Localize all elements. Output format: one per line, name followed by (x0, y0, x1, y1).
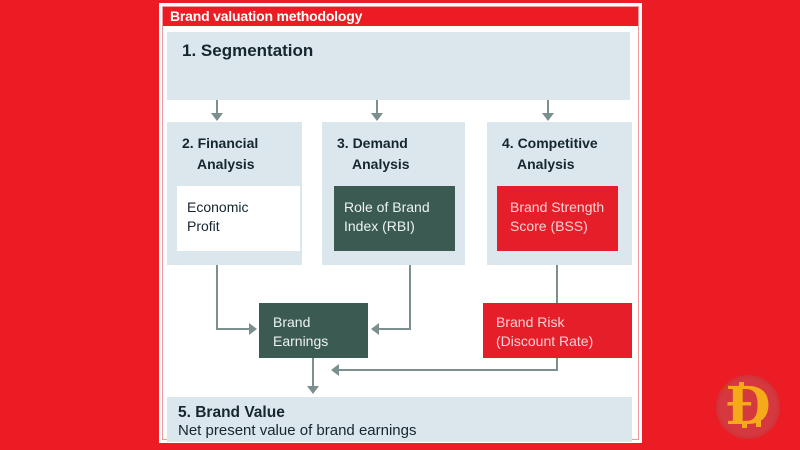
coin-tick-bottom-right (756, 420, 761, 427)
arrowhead-risk-to-value (331, 364, 339, 376)
box-brand-earnings-line1: Brand (273, 314, 311, 330)
step-competitive-heading: 4. Competitive Analysis (487, 122, 632, 175)
box-bss-line2: Score (BSS) (510, 218, 588, 234)
step-financial-heading: 2. Financial Analysis (167, 122, 302, 175)
arrowhead-seg-to-financial (211, 113, 223, 121)
box-role-of-brand-index: Role of Brand Index (RBI) (334, 186, 455, 251)
box-rbi-line2: Index (RBI) (344, 218, 415, 234)
connector-financial-to-earnings (216, 328, 249, 330)
connector-seg-to-competitive (547, 100, 549, 114)
coin-tick-bottom-left (742, 421, 747, 428)
arrowhead-into-earnings-left (249, 323, 257, 335)
step-demand-heading-line1: 3. Demand (337, 135, 408, 151)
step-demand-heading: 3. Demand Analysis (322, 122, 465, 175)
box-rbi-line1: Role of Brand (344, 199, 430, 215)
arrowhead-into-earnings-right (371, 323, 379, 335)
arrowhead-seg-to-demand (371, 113, 383, 121)
connector-seg-to-financial (216, 100, 218, 114)
box-economic-profit: Economic Profit (177, 186, 300, 251)
step-brand-value: 5. Brand Value Net present value of bran… (167, 397, 632, 442)
panel-title-bar: Brand valuation methodology (163, 7, 638, 26)
box-brand-earnings: Brand Earnings (259, 303, 368, 358)
step-financial-heading-line2: Analysis (197, 156, 255, 172)
box-brand-risk: Brand Risk (Discount Rate) (483, 303, 632, 358)
step-demand-heading-line2: Analysis (352, 156, 410, 172)
step-competitive-heading-line2: Analysis (517, 156, 575, 172)
step-segmentation: 1. Segmentation (167, 32, 630, 100)
connector-earnings-to-value (312, 358, 314, 387)
coin-d-letter-icon: Đ (716, 375, 780, 439)
coin-logo-circle (716, 375, 780, 439)
connector-seg-to-demand (376, 100, 378, 114)
step-competitive-heading-line1: 4. Competitive (502, 135, 598, 151)
box-economic-profit-line1: Economic (187, 199, 249, 215)
coin-letter-glyph: Đ (725, 376, 771, 437)
step-brand-value-subtitle: Net present value of brand earnings (178, 422, 417, 439)
connector-demand-down (409, 265, 411, 330)
step-segmentation-label: 1. Segmentation (182, 41, 314, 60)
box-brand-earnings-line2: Earnings (273, 333, 329, 349)
coin-tick-top (739, 382, 744, 388)
connector-risk-to-value (339, 369, 558, 371)
box-bss-line1: Brand Strength (510, 199, 605, 215)
panel-title: Brand valuation methodology (170, 8, 363, 24)
connector-demand-to-earnings (379, 328, 411, 330)
arrowhead-earnings-to-value (307, 386, 319, 394)
step-brand-value-title: 5. Brand Value (178, 404, 285, 421)
box-brand-risk-line2: (Discount Rate) (496, 333, 594, 349)
box-brand-risk-line1: Brand Risk (496, 314, 565, 330)
connector-financial-down (216, 265, 218, 330)
arrowhead-seg-to-competitive (542, 113, 554, 121)
box-economic-profit-line2: Profit (187, 218, 220, 234)
box-brand-strength-score: Brand Strength Score (BSS) (497, 186, 618, 251)
step-financial-heading-line1: 2. Financial (182, 135, 259, 151)
